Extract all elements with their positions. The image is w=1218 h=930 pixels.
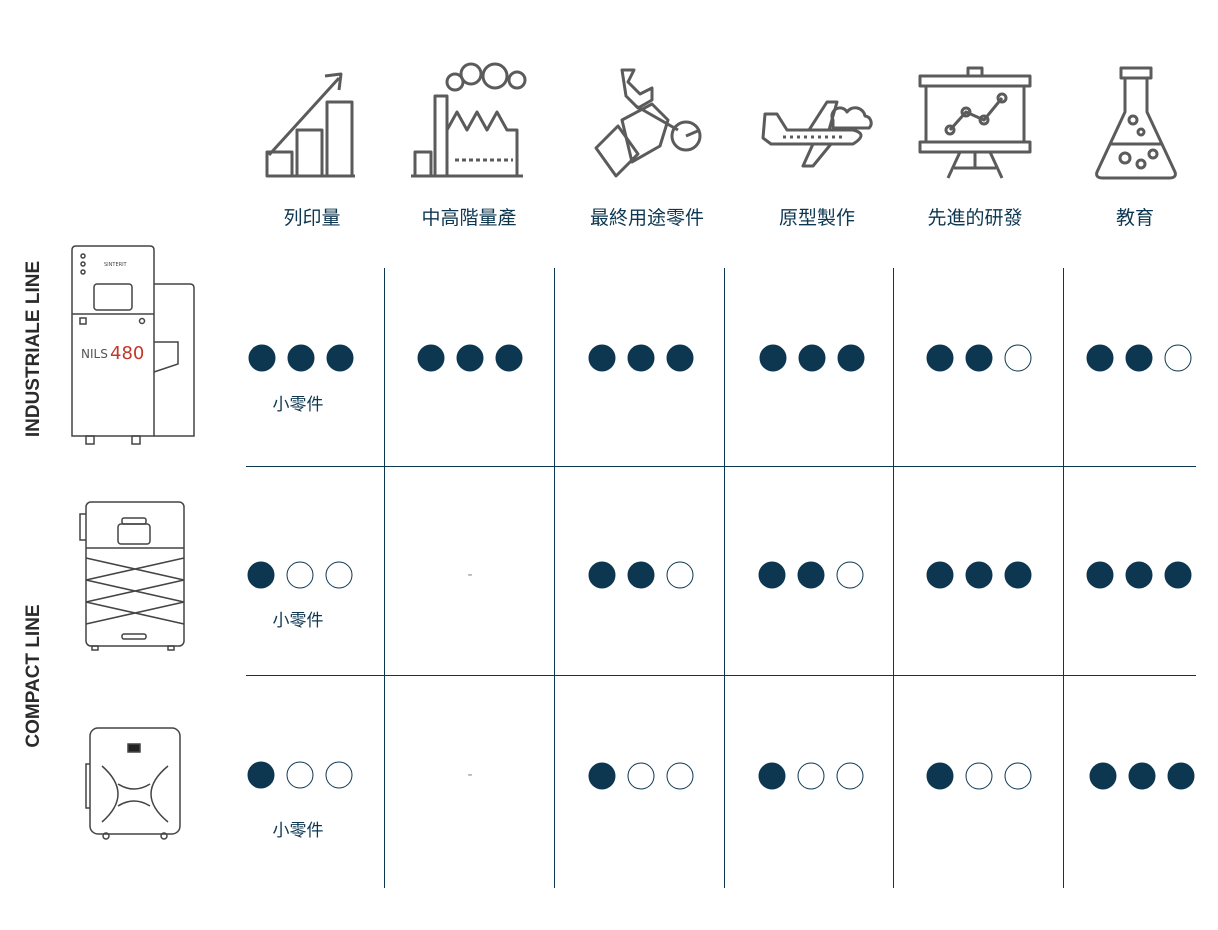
rating-dots <box>247 761 353 789</box>
printer-model-text: NILS <box>81 347 108 361</box>
rating-dot-filled <box>588 762 616 790</box>
rating-dots <box>588 561 694 589</box>
rating-dots <box>758 561 864 589</box>
rating-dot-filled <box>1089 762 1117 790</box>
rating-dot-filled <box>1128 762 1156 790</box>
rating-dot-filled <box>1125 561 1153 589</box>
rating-dots <box>248 344 354 372</box>
column-label-print-volume: 列印量 <box>283 207 341 229</box>
airplane-icon <box>753 60 883 185</box>
hand-wrench-icon <box>582 60 712 185</box>
rating-dot-filled <box>417 344 445 372</box>
rating-dot-filled <box>588 561 616 589</box>
rating-dot-filled <box>1164 561 1192 589</box>
row-divider <box>246 466 1196 467</box>
rating-dot-filled <box>797 561 825 589</box>
rating-dot-filled <box>666 344 694 372</box>
lisa-pro-printer-icon <box>84 724 184 842</box>
rating-dot-empty <box>286 561 314 589</box>
grid-divider <box>893 268 894 888</box>
column-label-prototyping: 原型製作 <box>778 207 856 229</box>
rating-dots <box>759 344 865 372</box>
printer-brand: SINTERIT <box>104 262 127 268</box>
industrial-line-label: INDUSTRIALE LINE <box>23 260 44 438</box>
column-label-end-use-parts: 最終用途零件 <box>589 207 705 229</box>
rating-dot-filled <box>627 344 655 372</box>
empty-value: - <box>467 767 473 783</box>
rating-dot-empty <box>325 561 353 589</box>
rating-dot-empty <box>325 761 353 789</box>
rating-dots <box>926 762 1032 790</box>
row-note: 小零件 <box>272 611 324 631</box>
grid-divider <box>554 268 555 888</box>
rating-dot-filled <box>758 561 786 589</box>
rating-dot-filled <box>1004 561 1032 589</box>
rating-dot-filled <box>1167 762 1195 790</box>
flask-icon <box>1071 60 1201 185</box>
compact-line-label: COMPACT LINE <box>23 604 44 748</box>
rating-dot-empty <box>836 762 864 790</box>
printer-model-number: 480 <box>110 343 145 364</box>
lisa-x-printer-icon <box>78 500 188 652</box>
rating-dot-filled <box>965 344 993 372</box>
column-label-advanced-rnd: 先進的研發 <box>927 207 1023 229</box>
rating-dot-filled <box>758 762 786 790</box>
row-divider <box>246 675 1196 676</box>
rating-dots <box>417 344 523 372</box>
rating-dot-filled <box>926 344 954 372</box>
empty-value: - <box>467 567 473 583</box>
rating-dot-empty <box>666 762 694 790</box>
rating-dot-empty <box>627 762 655 790</box>
presentation-board-icon <box>910 60 1040 185</box>
rating-dots <box>1086 344 1192 372</box>
rating-dots <box>1089 762 1195 790</box>
rating-dot-filled <box>248 344 276 372</box>
rating-dot-empty <box>836 561 864 589</box>
rating-dot-empty <box>797 762 825 790</box>
rating-dot-filled <box>588 344 616 372</box>
nils-480-printer-icon <box>68 244 198 446</box>
rating-dots <box>588 762 694 790</box>
rating-dot-filled <box>837 344 865 372</box>
rating-dot-empty <box>666 561 694 589</box>
grid-divider <box>724 268 725 888</box>
rating-dot-filled <box>1086 561 1114 589</box>
rating-dot-empty <box>286 761 314 789</box>
grid-divider <box>1063 268 1064 888</box>
rating-dot-filled <box>247 761 275 789</box>
column-label-education: 教育 <box>1115 207 1155 229</box>
rating-dot-filled <box>326 344 354 372</box>
column-label-mass-production: 中高階量產 <box>421 207 517 229</box>
rating-dot-filled <box>287 344 315 372</box>
rating-dots <box>926 344 1032 372</box>
row-note: 小零件 <box>272 821 324 841</box>
factory-icon <box>405 60 535 185</box>
rating-dot-filled <box>759 344 787 372</box>
rating-dots <box>1086 561 1192 589</box>
rating-dots <box>926 561 1032 589</box>
rating-dot-filled <box>1125 344 1153 372</box>
rating-dot-empty <box>1164 344 1192 372</box>
rating-dots <box>588 344 694 372</box>
grid-divider <box>384 268 385 888</box>
rating-dot-filled <box>798 344 826 372</box>
rating-dot-filled <box>247 561 275 589</box>
rating-dot-filled <box>926 561 954 589</box>
rating-dot-filled <box>926 762 954 790</box>
rating-dot-empty <box>965 762 993 790</box>
rating-dot-filled <box>1086 344 1114 372</box>
rating-dot-filled <box>965 561 993 589</box>
rating-dot-filled <box>627 561 655 589</box>
rating-dot-filled <box>456 344 484 372</box>
rating-dot-empty <box>1004 344 1032 372</box>
rating-dots <box>758 762 864 790</box>
growth-chart-icon <box>247 60 377 185</box>
rating-dot-empty <box>1004 762 1032 790</box>
rating-dot-filled <box>495 344 523 372</box>
row-note: 小零件 <box>272 395 324 415</box>
rating-dots <box>247 561 353 589</box>
